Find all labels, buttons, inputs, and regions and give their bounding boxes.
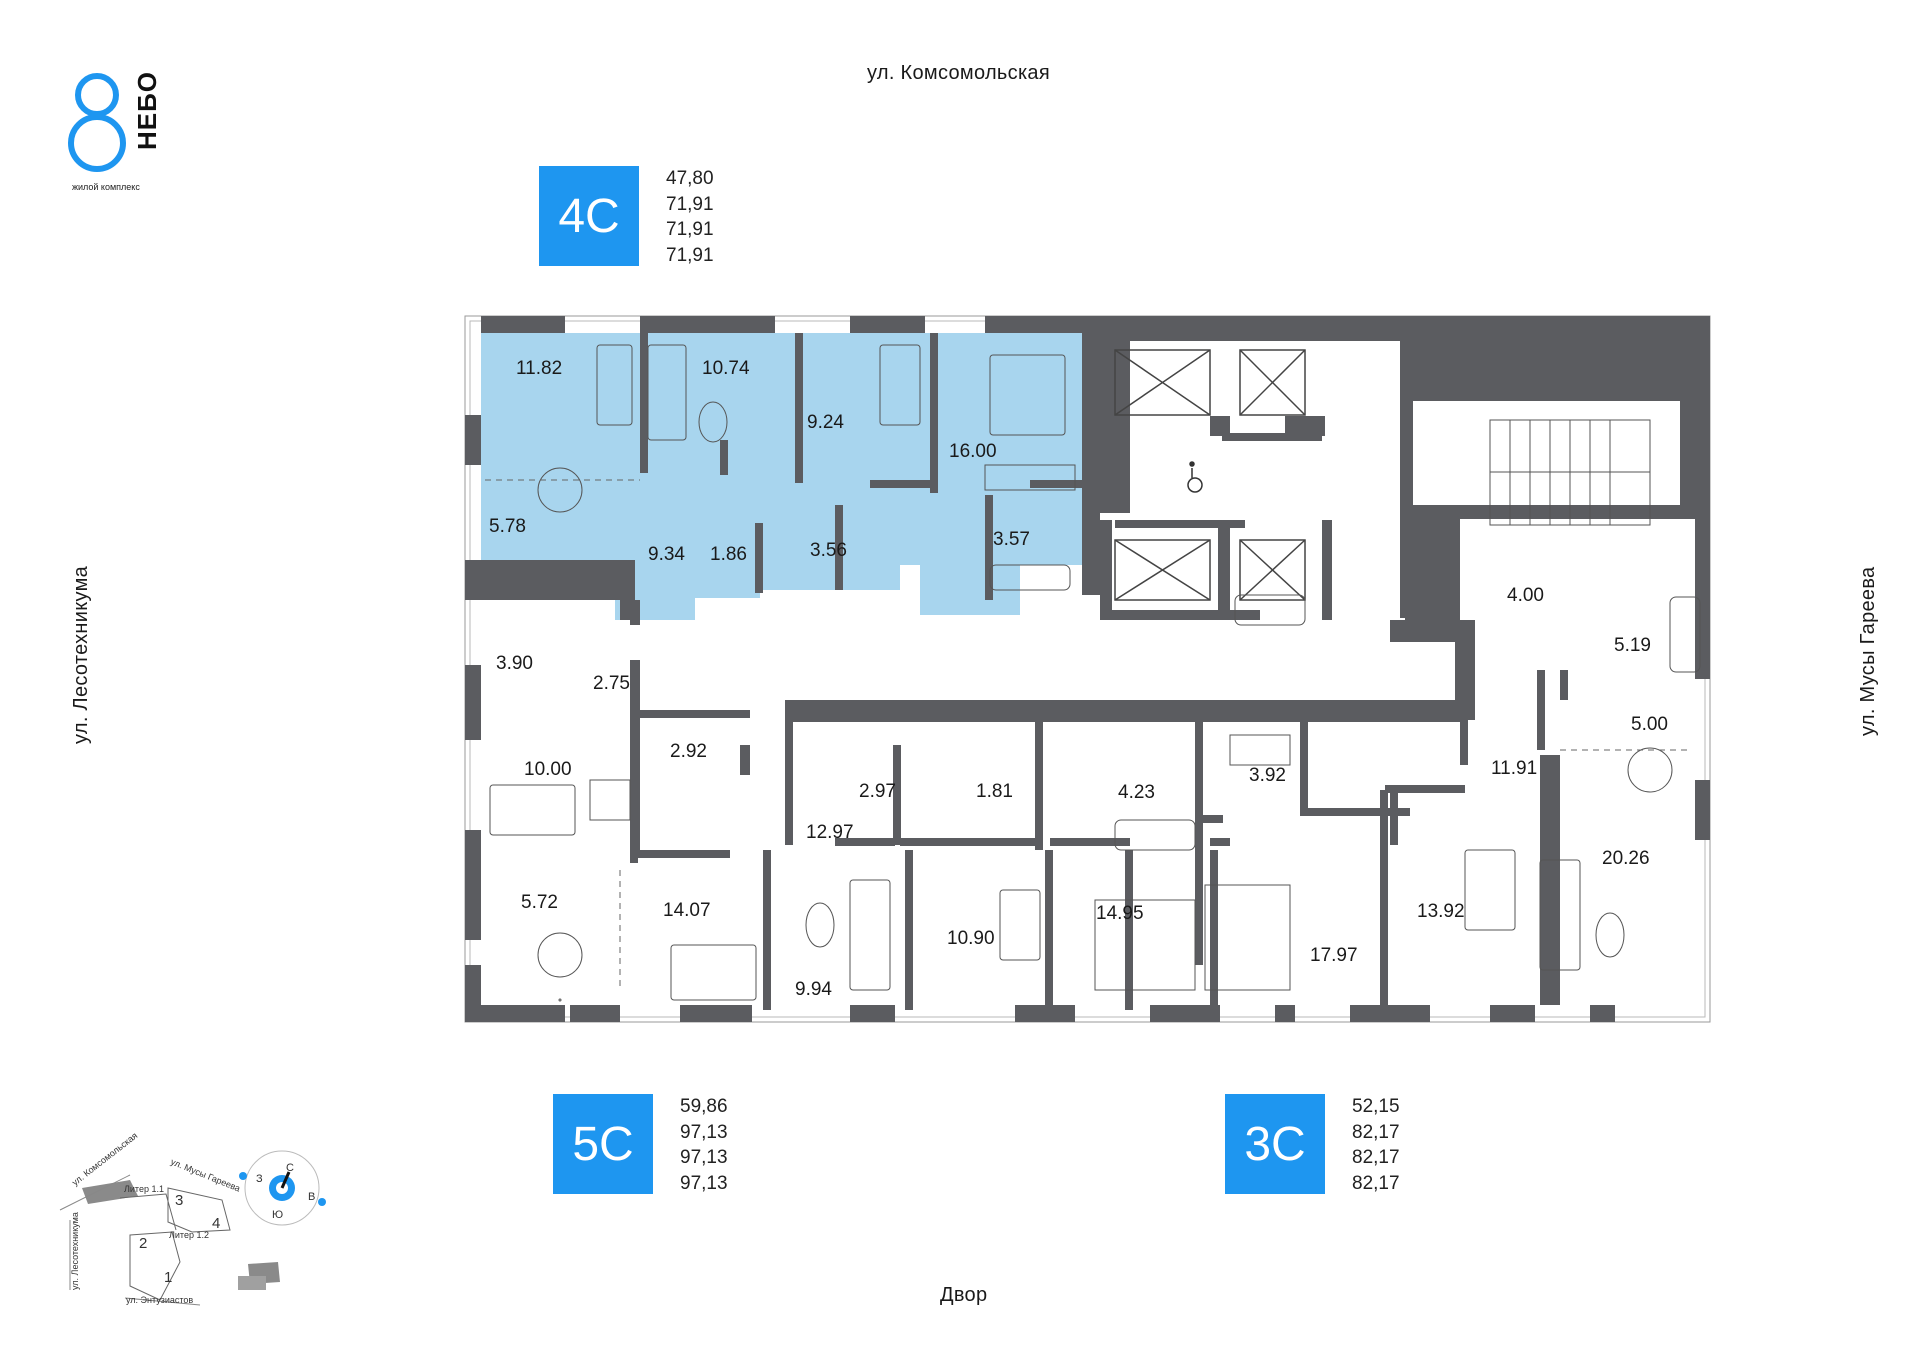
highlighted-apartment[interactable] <box>481 333 1082 620</box>
area-value: 82,17 <box>1352 1147 1400 1168</box>
compass-icon: С В Ю З <box>239 1150 326 1226</box>
area-value: 97,13 <box>680 1172 728 1194</box>
type-areas-3c: 52,15 82,17 82,17 82,17 <box>1352 1094 1400 1196</box>
type-badge-3c[interactable]: 3С <box>1225 1094 1325 1194</box>
area-value: 82,17 <box>1352 1172 1400 1194</box>
room-area: 5.78 <box>489 516 526 537</box>
room-area: 2.75 <box>593 673 630 694</box>
street-top: ул. Комсомольская <box>867 62 1050 84</box>
wheelchair-icon <box>1187 461 1203 493</box>
room-area: 10.00 <box>524 759 572 780</box>
area-value: 71,91 <box>666 193 714 215</box>
key-street: ул. Комсомольская <box>70 1130 139 1187</box>
key-section: 4 <box>212 1215 220 1232</box>
key-building: Литер 1.1 <box>124 1184 164 1194</box>
key-street: ул. Лесотехникума <box>70 1212 80 1290</box>
area-value: 59,86 <box>680 1096 728 1117</box>
key-section: 3 <box>175 1192 183 1209</box>
room-area: 13.92 <box>1417 901 1465 922</box>
type-areas-4c: 47,80 71,91 71,91 71,91 <box>666 166 714 268</box>
area-value: 97,13 <box>680 1147 728 1168</box>
type-badge-5c[interactable]: 5С <box>553 1094 653 1194</box>
key-street: ул. Мусы Гареева <box>169 1157 241 1194</box>
type-badge-label: 4С <box>558 189 620 243</box>
room-area: 2.97 <box>859 781 896 802</box>
type-badge-label: 5С <box>572 1117 634 1171</box>
room-area: 4.00 <box>1507 585 1544 606</box>
room-area: 10.90 <box>947 928 995 949</box>
room-area: 2.92 <box>670 741 707 762</box>
room-area: 14.95 <box>1096 903 1144 924</box>
area-value: 71,91 <box>666 244 714 266</box>
room-area: 11.82 <box>516 358 562 379</box>
room-area: 3.90 <box>496 653 533 674</box>
room-area: 9.24 <box>807 412 844 433</box>
area-value: 52,15 <box>1352 1096 1400 1117</box>
room-area: 1.86 <box>710 544 747 565</box>
room-area: 9.94 <box>795 979 832 1000</box>
type-badge-label: 3С <box>1244 1117 1306 1171</box>
furniture <box>489 344 1701 1002</box>
area-value: 71,91 <box>666 219 714 240</box>
logo: НЕБО жилой комплекс <box>66 68 176 198</box>
compass-label: В <box>308 1191 315 1203</box>
type-areas-5c: 59,86 97,13 97,13 97,13 <box>680 1094 728 1196</box>
room-area: 11.91 <box>1491 758 1537 779</box>
room-area: 3.92 <box>1249 765 1286 786</box>
key-plan: ул. Комсомольская ул. Мусы Гареева ул. Л… <box>59 1130 280 1306</box>
staircase <box>1489 419 1651 526</box>
room-area: 14.07 <box>663 900 711 921</box>
key-section: 2 <box>139 1235 147 1252</box>
room-area: 12.97 <box>806 822 854 843</box>
zone-lines <box>485 479 1690 990</box>
key-building: Литер 1.2 <box>169 1230 209 1240</box>
compass-label: С <box>286 1162 294 1174</box>
key-section: 1 <box>164 1269 172 1286</box>
room-area: 16.00 <box>949 441 997 462</box>
elevators <box>1114 349 1306 601</box>
room-area: 5.19 <box>1614 635 1651 656</box>
room-area: 1.81 <box>976 781 1013 802</box>
type-badge-4c[interactable]: 4С <box>539 166 639 266</box>
room-area: 20.26 <box>1602 848 1650 869</box>
room-area: 3.57 <box>993 529 1030 550</box>
area-value: 82,17 <box>1352 1121 1400 1143</box>
compass-label: Ю <box>272 1209 283 1221</box>
room-area: 5.72 <box>521 892 558 913</box>
logo-mark-icon <box>68 73 126 172</box>
room-labels: 11.82 10.74 9.24 16.00 5.78 9.34 1.86 3.… <box>489 358 1668 1000</box>
area-value: 47,80 <box>666 168 714 189</box>
street-bottom: Двор <box>940 1284 988 1306</box>
room-area: 4.23 <box>1118 782 1155 803</box>
room-area: 17.97 <box>1310 945 1358 966</box>
logo-tagline: жилой комплекс <box>72 182 140 192</box>
room-area: 5.00 <box>1631 714 1668 735</box>
room-area: 9.34 <box>648 544 685 565</box>
area-value: 97,13 <box>680 1121 728 1143</box>
key-street: ул. Энтузиастов <box>126 1295 193 1305</box>
room-area: 10.74 <box>702 358 750 379</box>
room-area: 3.56 <box>810 540 847 561</box>
compass-label: З <box>256 1173 263 1185</box>
